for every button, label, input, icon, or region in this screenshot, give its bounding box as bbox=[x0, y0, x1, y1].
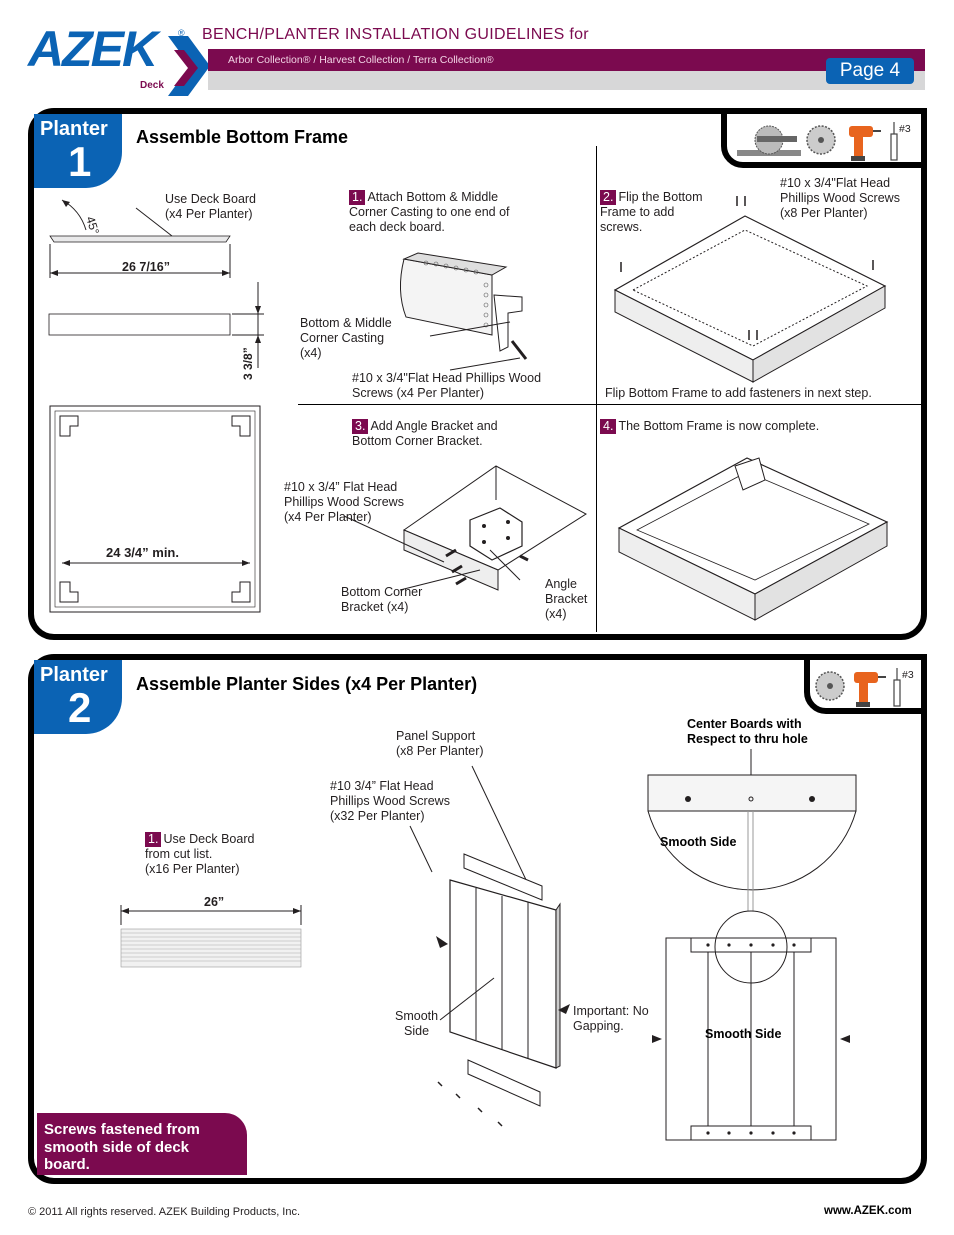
smooth-side-zoom-callout: Smooth Side bbox=[660, 835, 737, 849]
panel-support-detail-illustration bbox=[647, 749, 857, 1141]
step-2-text: Flip the Bottom Frame to add screws. bbox=[600, 190, 703, 234]
no-gapping-callout: Important: No Gapping. bbox=[573, 1004, 649, 1033]
section-2-bit-size: #3 bbox=[902, 669, 914, 681]
section-2-tools-box: #3 bbox=[804, 654, 927, 714]
header-bar bbox=[208, 49, 925, 71]
step-4-instruction: 4.The Bottom Frame is now complete. bbox=[600, 419, 819, 434]
azek-deck-logo: AZEK ® Deck bbox=[26, 21, 213, 96]
section-1-vertical-divider bbox=[596, 146, 597, 632]
angle-bracket-callout: Angle Bracket (x4) bbox=[545, 577, 588, 621]
completed-frame-illustration bbox=[617, 457, 889, 621]
flip-note: Flip Bottom Frame to add fasteners in ne… bbox=[605, 386, 872, 400]
saw-blade-icon bbox=[806, 125, 836, 155]
step-3-number: 3. bbox=[352, 419, 369, 434]
section-1-tab-number: 1 bbox=[68, 138, 92, 185]
corner-casting-illustration bbox=[400, 252, 528, 360]
smooth-side-left-callout: Smooth Side bbox=[395, 1009, 439, 1038]
step-4-text: The Bottom Frame is now complete. bbox=[618, 419, 820, 433]
step-1-number: 1. bbox=[349, 190, 366, 205]
copyright-notice: © 2011 All rights reserved. AZEK Buildin… bbox=[28, 1206, 301, 1218]
angle-bracket-illustration bbox=[402, 465, 587, 591]
drill-bit-icon bbox=[890, 122, 898, 161]
cut-board-label: Use Deck Board (x4 Per Planter) bbox=[165, 192, 257, 221]
cut-list-diagram: 45° 26 7/16” 3 3/8” bbox=[48, 199, 264, 613]
board-length-label: 26” bbox=[204, 895, 225, 909]
drill-bit-icon bbox=[893, 668, 901, 707]
section-planter-sides-panel bbox=[28, 654, 927, 1184]
logo-registered-mark: ® bbox=[178, 28, 185, 38]
step-1-text: Attach Bottom & Middle Corner Casting to… bbox=[349, 190, 510, 234]
section-2-tab-number: 2 bbox=[68, 684, 92, 731]
step-3-leader-lines bbox=[343, 515, 521, 591]
step-1-instruction: 1.Attach Bottom & Middle Corner Casting … bbox=[349, 190, 510, 235]
collections-line: Arbor Collection® / Harvest Collection /… bbox=[228, 54, 494, 66]
screws-c-callout: #10 x 3/4” Flat Head Phillips Wood Screw… bbox=[284, 480, 404, 524]
section-2-step-1-number: 1. bbox=[145, 832, 162, 847]
step-4-number: 4. bbox=[600, 419, 617, 434]
section-2-tab-word: Planter bbox=[40, 664, 108, 686]
logo-wordmark: AZEK bbox=[26, 21, 162, 77]
section-2-tab: Planter 2 bbox=[34, 660, 122, 734]
logo-chevron-icon bbox=[168, 36, 210, 96]
section-1-title: Assemble Bottom Frame bbox=[136, 127, 349, 147]
section-1-horizontal-divider bbox=[298, 404, 921, 405]
section-2-step-1-instruction: 1.Use Deck Board from cut list. (x16 Per… bbox=[145, 832, 254, 877]
section-1-tab-word: Planter bbox=[40, 118, 108, 140]
deck-board-illustration bbox=[120, 905, 302, 968]
step-1-leader-lines bbox=[429, 321, 521, 371]
section-1-bit-size: #3 bbox=[899, 123, 911, 135]
section-2-step-1-text: Use Deck Board from cut list. (x16 Per P… bbox=[145, 832, 255, 876]
screws-note-text: Screws fastened from smooth side of deck… bbox=[44, 1121, 200, 1173]
cut-angle-label: 45° bbox=[83, 215, 102, 237]
drill-icon bbox=[854, 672, 886, 707]
section-1-tools-box: #3 bbox=[721, 108, 927, 168]
corner-bracket-callout: Bottom Corner Bracket (x4) bbox=[341, 585, 423, 614]
section-bottom-frame-panel bbox=[28, 108, 927, 640]
cut-width-label: 3 3/8” bbox=[241, 347, 255, 380]
min-length-label: 24 3/4” min. bbox=[104, 545, 181, 560]
guide-title: BENCH/PLANTER INSTALLATION GUIDELINES fo… bbox=[202, 26, 589, 43]
section-1-tab: Planter 1 bbox=[34, 114, 122, 188]
section-2-title: Assemble Planter Sides (x4 Per Planter) bbox=[136, 674, 478, 694]
cut-length-label: 26 7/16” bbox=[122, 260, 170, 274]
saw-blade-icon bbox=[815, 671, 845, 701]
step-3-instruction: 3.Add Angle Bracket and Bottom Corner Br… bbox=[352, 419, 498, 449]
drill-icon bbox=[849, 126, 881, 161]
smooth-side-panel-callout: Smooth Side bbox=[705, 1027, 782, 1041]
screws-a-callout: #10 x 3/4"Flat Head Phillips Wood Screws… bbox=[352, 371, 542, 400]
center-boards-callout: Center Boards with Respect to thru hole bbox=[687, 717, 808, 746]
step-3-text: Add Angle Bracket and Bottom Corner Brac… bbox=[352, 419, 498, 448]
side-panel-exploded-illustration bbox=[409, 765, 570, 1127]
miter-saw-icon bbox=[737, 125, 801, 156]
flipped-frame-illustration bbox=[613, 196, 887, 383]
casting-callout: Bottom & Middle Corner Casting (x4) bbox=[300, 316, 392, 360]
step-2-number: 2. bbox=[600, 190, 617, 205]
screws-b-callout: #10 x 3/4"Flat Head Phillips Wood Screws… bbox=[780, 176, 900, 220]
logo-chevron-inner-icon bbox=[174, 50, 198, 86]
logo-deck-label: Deck bbox=[140, 80, 164, 91]
step-2-instruction: 2.Flip the Bottom Frame to add screws. bbox=[600, 190, 703, 235]
panel-support-callout: Panel Support (x8 Per Planter) bbox=[396, 729, 484, 758]
section-2-screws-callout: #10 3/4” Flat Head Phillips Wood Screws … bbox=[330, 779, 450, 823]
website-link[interactable]: www.AZEK.com bbox=[824, 1205, 912, 1217]
screws-note-banner: Screws fastened from smooth side of deck… bbox=[37, 1113, 247, 1175]
header-gray-bar bbox=[208, 71, 925, 90]
page-number-badge: Page 4 bbox=[826, 58, 914, 84]
